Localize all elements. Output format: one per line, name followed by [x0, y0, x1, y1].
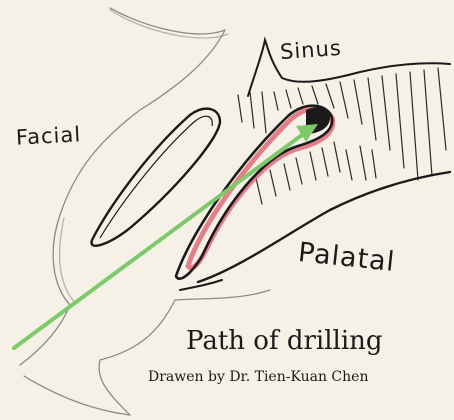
label-sinus: Sinus	[279, 36, 342, 64]
caption-title: Path of drilling	[186, 326, 383, 356]
sinus-floor-curve	[248, 40, 450, 96]
caption-credit: Drawen by Dr. Tien-Kuan Chen	[148, 369, 368, 385]
label-facial: Facial	[15, 122, 81, 149]
